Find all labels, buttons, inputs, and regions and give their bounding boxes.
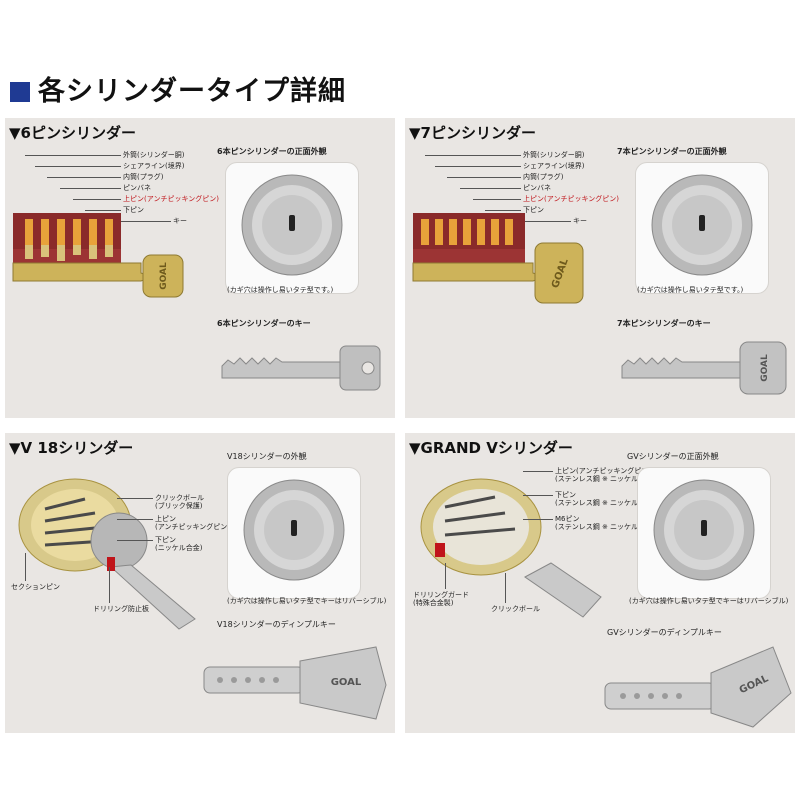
front-view-note: (カギ穴は操作し易いタテ型でキーはリバーシブル) (227, 597, 387, 605)
label-lower-pin-sub: (ニッケル合金) (155, 544, 203, 552)
front-view-note: (カギ穴は操作し易いタテ型です。) (637, 286, 744, 294)
key-caption: 6本ピンシリンダーのキー (217, 319, 311, 328)
label-m6-pin-sub: (ステンレス鋼 ※ ニッケル合金) (555, 523, 655, 531)
label-drill-plate: ドリリング防止板 (93, 605, 149, 613)
key-caption: 7本ピンシリンダーのキー (617, 319, 711, 328)
cylinder-front-image (653, 479, 755, 581)
front-view-tile (637, 467, 771, 599)
header-square-icon (10, 82, 30, 102)
front-view-note: (カギ穴は操作し易いタテ型です。) (227, 286, 334, 294)
label-shear-line: シェアライン(境界) (523, 162, 585, 170)
label-upper-pin: 上ピン(アンチピッキングピン) (555, 467, 651, 475)
panel-title: ▼6ピンシリンダー (9, 124, 136, 142)
svg-text:GOAL: GOAL (159, 262, 169, 290)
front-view-tile (225, 162, 359, 294)
front-view-caption: 6本ピンシリンダーの正面外観 (217, 147, 327, 156)
label-section-pin: セクションピン (11, 583, 60, 591)
panel-7pin: ▼7ピンシリンダー 外筒(シリンダー胴) シェアライン(境界) 内筒(プラグ) … (405, 118, 795, 418)
label-key: キー (573, 217, 587, 225)
cylinder-cutaway-illustration: GOAL (412, 213, 584, 304)
page-title: 各シリンダータイプ詳細 (38, 76, 346, 107)
panel-title: ▼V 18シリンダー (9, 439, 134, 457)
front-view-caption: GVシリンダーの正面外観 (627, 452, 719, 461)
gv-cutaway-illustration (420, 478, 602, 618)
svg-text:GOAL: GOAL (760, 354, 770, 382)
front-view-caption: 7本ピンシリンダーの正面外観 (617, 147, 727, 156)
label-drilling-guard-sub: (特殊合金製) (413, 599, 454, 607)
page-header: 各シリンダータイプ詳細 (0, 72, 800, 118)
label-upper-pin: 上ピン (155, 515, 176, 523)
front-view-tile (635, 162, 769, 294)
label-m6-pin: M6ピン (555, 515, 580, 523)
key-image: GOAL (203, 646, 387, 720)
label-upper-pin-sub: (ステンレス鋼 ※ ニッケル合金) (555, 475, 655, 483)
label-lower-pin: 下ピン (155, 536, 176, 544)
label-pin-spring: ピンバネ (523, 184, 551, 192)
label-pin-spring: ピンバネ (123, 184, 151, 192)
front-view-note: (カギ穴は操作し易いタテ型でキーはリバーシブル) (629, 597, 789, 605)
cylinder-front-image (651, 174, 753, 276)
panel-title: ▼GRAND Vシリンダー (409, 439, 573, 457)
panel-v18: ▼V 18シリンダー クリックボール (ブリック保護) 上ピン (アンチピッキン… (5, 433, 395, 733)
key-image: GOAL (621, 341, 787, 395)
front-view-caption: V18シリンダーの外観 (227, 452, 307, 461)
key-image: GOAL (604, 646, 792, 728)
v18-cutaway-illustration (18, 478, 196, 630)
cylinder-front-image (241, 174, 343, 276)
label-plug: 内筒(プラグ) (123, 173, 164, 181)
label-click-ball: クリックボール (491, 605, 540, 613)
panel-title: ▼7ピンシリンダー (409, 124, 536, 142)
label-upper-pin-sub: (アンチピッキングピン) (155, 523, 230, 531)
panel-grand-v: ▼GRAND Vシリンダー 上ピン(アンチピッキングピン) (ステンレス鋼 ※ … (405, 433, 795, 733)
key-caption: GVシリンダーのディンプルキー (607, 628, 722, 637)
label-outer-cylinder: 外筒(シリンダー胴) (523, 151, 585, 159)
front-view-tile (227, 467, 361, 599)
label-upper-pin: 上ピン(アンチピッキングピン) (123, 195, 219, 203)
label-key: キー (173, 217, 187, 225)
cylinder-front-image (243, 479, 345, 581)
label-lower-pin: 下ピン (523, 206, 544, 214)
panel-6pin: ▼6ピンシリンダー 外筒(シリンダー胴) シェアライン(境界) 内筒(プラグ) … (5, 118, 395, 418)
label-outer-cylinder: 外筒(シリンダー胴) (123, 151, 185, 159)
label-click-ball: クリックボール (155, 494, 204, 502)
key-image (221, 345, 381, 391)
label-lower-pin: 下ピン (555, 491, 576, 499)
key-brand: GOAL (331, 677, 362, 688)
cylinder-cutaway-illustration: GOAL (12, 213, 184, 298)
label-lower-pin: 下ピン (123, 206, 144, 214)
key-caption: V18シリンダーのディンプルキー (217, 620, 336, 629)
label-lower-pin-sub: (ステンレス鋼 ※ ニッケル合金) (555, 499, 655, 507)
label-click-ball-sub: (ブリック保護) (155, 502, 203, 510)
label-upper-pin: 上ピン(アンチピッキングピン) (523, 195, 619, 203)
label-drilling-guard: ドリリングガード (413, 591, 469, 599)
label-plug: 内筒(プラグ) (523, 173, 564, 181)
label-shear-line: シェアライン(境界) (123, 162, 185, 170)
